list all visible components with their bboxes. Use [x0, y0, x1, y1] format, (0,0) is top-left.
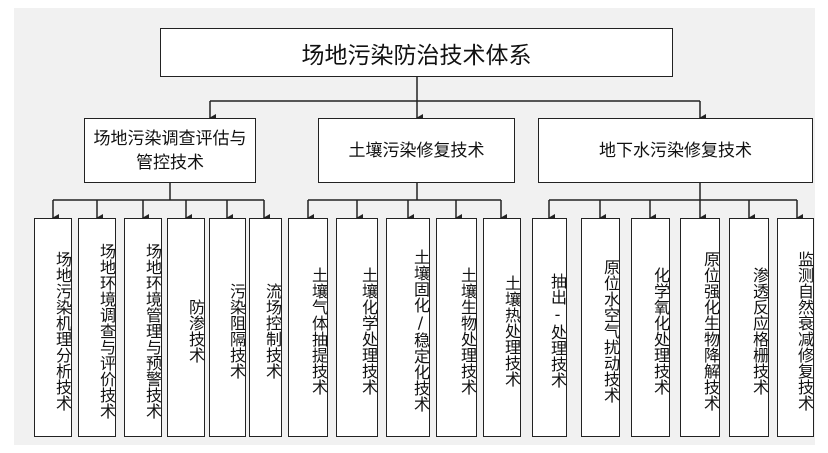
leaf-node: 土壤化学处理技术 [336, 218, 378, 437]
leaf-label: 土壤生物处理技术 [458, 266, 477, 395]
category-soil-remediation: 土壤污染修复技术 [318, 118, 515, 183]
leaf-node: 土壤热处理技术 [483, 218, 521, 437]
leaf-node: 土壤气体抽提技术 [288, 218, 328, 437]
leaf-node: 原位强化生物降解技术 [680, 218, 720, 437]
category-label: 土壤污染修复技术 [348, 140, 485, 161]
leaf-node: 抽出-处理技术 [532, 218, 567, 437]
leaf-label: 场地环境管理与预警技术 [143, 242, 162, 419]
leaf-label: 抽出-处理技术 [548, 273, 567, 388]
leaf-label: 污染阻隔技术 [227, 282, 246, 379]
leaf-node: 化学氧化处理技术 [631, 218, 670, 437]
category-label: 地下水污染修复技术 [599, 140, 752, 161]
leaf-label: 化学氧化处理技术 [651, 266, 670, 395]
leaf-node: 防渗技术 [167, 218, 205, 437]
leaf-label: 土壤化学处理技术 [359, 266, 378, 395]
leaf-label: 原位强化生物降解技术 [701, 250, 720, 411]
leaf-node: 原位水空气扰动技术 [581, 218, 620, 437]
leaf-node: 监测自然衰减修复技术 [777, 218, 814, 437]
leaf-node: 场地污染机理分析技术 [34, 218, 72, 437]
leaf-label: 监测自然衰减修复技术 [795, 250, 814, 411]
leaf-node: 场地环境管理与预警技术 [124, 218, 162, 437]
leaf-label: 土壤热处理技术 [502, 274, 521, 387]
leaf-label: 场地污染机理分析技术 [53, 250, 72, 411]
leaf-label: 土壤气体抽提技术 [309, 266, 328, 395]
leaf-label: 土壤固化/稳定化技术 [411, 249, 430, 412]
category-groundwater-remediation: 地下水污染修复技术 [538, 118, 813, 183]
leaf-label: 渗透反应格栅技术 [750, 266, 769, 395]
leaf-label: 原位水空气扰动技术 [601, 258, 620, 403]
leaf-label: 防渗技术 [186, 298, 205, 363]
leaf-label: 流场控制技术 [263, 282, 282, 379]
leaf-node: 渗透反应格栅技术 [729, 218, 769, 437]
leaf-node: 土壤生物处理技术 [436, 218, 477, 437]
category-label: 场地污染调查评估与管控技术 [93, 128, 247, 173]
root-node: 场地污染防治技术体系 [160, 28, 673, 77]
leaf-node: 土壤固化/稳定化技术 [386, 218, 430, 437]
leaf-node: 污染阻隔技术 [209, 218, 246, 437]
category-site-investigation: 场地污染调查评估与管控技术 [84, 118, 256, 183]
leaf-node: 场地环境调查与评价技术 [78, 218, 116, 437]
root-label: 场地污染防治技术体系 [301, 42, 532, 69]
leaf-label: 场地环境调查与评价技术 [97, 242, 116, 419]
leaf-node: 流场控制技术 [249, 218, 282, 437]
